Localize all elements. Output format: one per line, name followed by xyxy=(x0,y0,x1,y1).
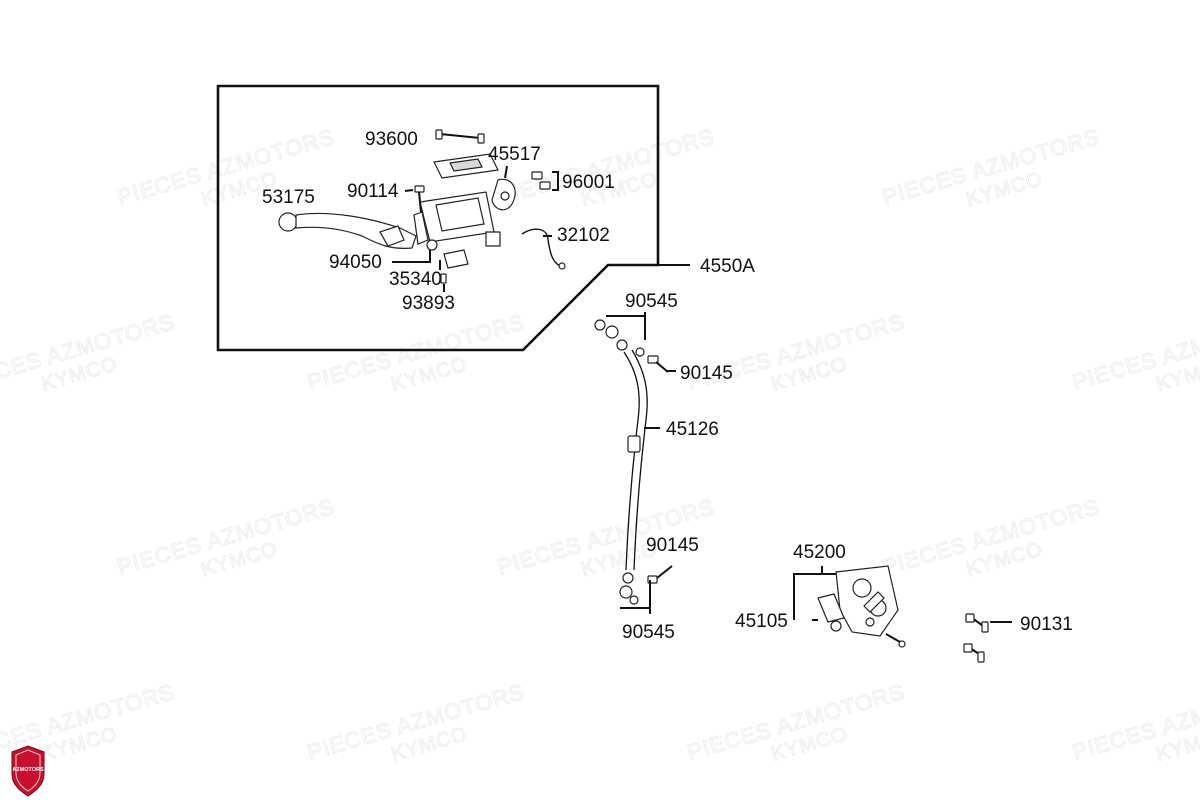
part-32102-switch xyxy=(521,228,566,270)
label-90145-top: 90145 xyxy=(680,363,733,384)
label-45126: 45126 xyxy=(666,419,719,440)
label-90545-top: 90545 xyxy=(625,291,678,312)
label-90131: 90131 xyxy=(1020,614,1073,635)
part-45105-pads xyxy=(817,593,845,632)
label-45105: 45105 xyxy=(735,611,788,632)
label-53175: 53175 xyxy=(262,187,315,208)
label-4550A: 4550A xyxy=(700,256,755,277)
reservoir-cover xyxy=(433,153,499,179)
watermarks: PIECES AZMOTORS KYMCO PIECES AZMOTORS KY… xyxy=(0,123,1200,766)
label-93600: 93600 xyxy=(365,129,418,150)
leader-90114 xyxy=(404,189,414,192)
label-94050: 94050 xyxy=(329,252,382,273)
part-96001-screws xyxy=(531,171,559,191)
label-45200: 45200 xyxy=(793,542,846,563)
master-cylinder-body xyxy=(413,191,501,247)
leader-45200 xyxy=(793,573,844,620)
part-35340-switch xyxy=(443,249,469,269)
part-53175-lever xyxy=(278,212,417,249)
hose-top-fittings xyxy=(594,319,645,357)
logo-shield xyxy=(11,745,45,797)
part-90145-top-bolt xyxy=(647,355,669,373)
leader-94050 xyxy=(392,250,431,263)
part-90131-bolts xyxy=(963,613,989,663)
part-90145-bottom-bolt xyxy=(647,565,673,584)
master-cylinder-frame xyxy=(216,84,660,352)
label-90145-bottom: 90145 xyxy=(646,535,699,556)
label-45517: 45517 xyxy=(488,144,541,165)
part-45200-caliper xyxy=(835,565,899,637)
label-32102: 32102 xyxy=(557,225,610,246)
label-90114: 90114 xyxy=(347,181,399,202)
part-93600-screws xyxy=(435,129,485,144)
part-93893-screw xyxy=(440,273,447,284)
part-45126-hose xyxy=(623,349,648,571)
label-90545-bottom: 90545 xyxy=(622,622,675,643)
label-35340: 35340 xyxy=(389,269,442,290)
part-45517-clamp xyxy=(491,178,516,211)
part-90114-bolt xyxy=(414,185,425,213)
azmotors-logo: AZMOTORS xyxy=(11,745,45,797)
hose-bottom-fittings xyxy=(619,572,639,605)
logo-text: AZMOTORS xyxy=(12,767,44,773)
caliper-bleeder xyxy=(885,633,906,648)
label-93893: 93893 xyxy=(402,293,455,314)
label-96001: 96001 xyxy=(562,172,615,193)
part-94050-washer xyxy=(426,239,438,251)
leader-45517 xyxy=(504,165,508,179)
